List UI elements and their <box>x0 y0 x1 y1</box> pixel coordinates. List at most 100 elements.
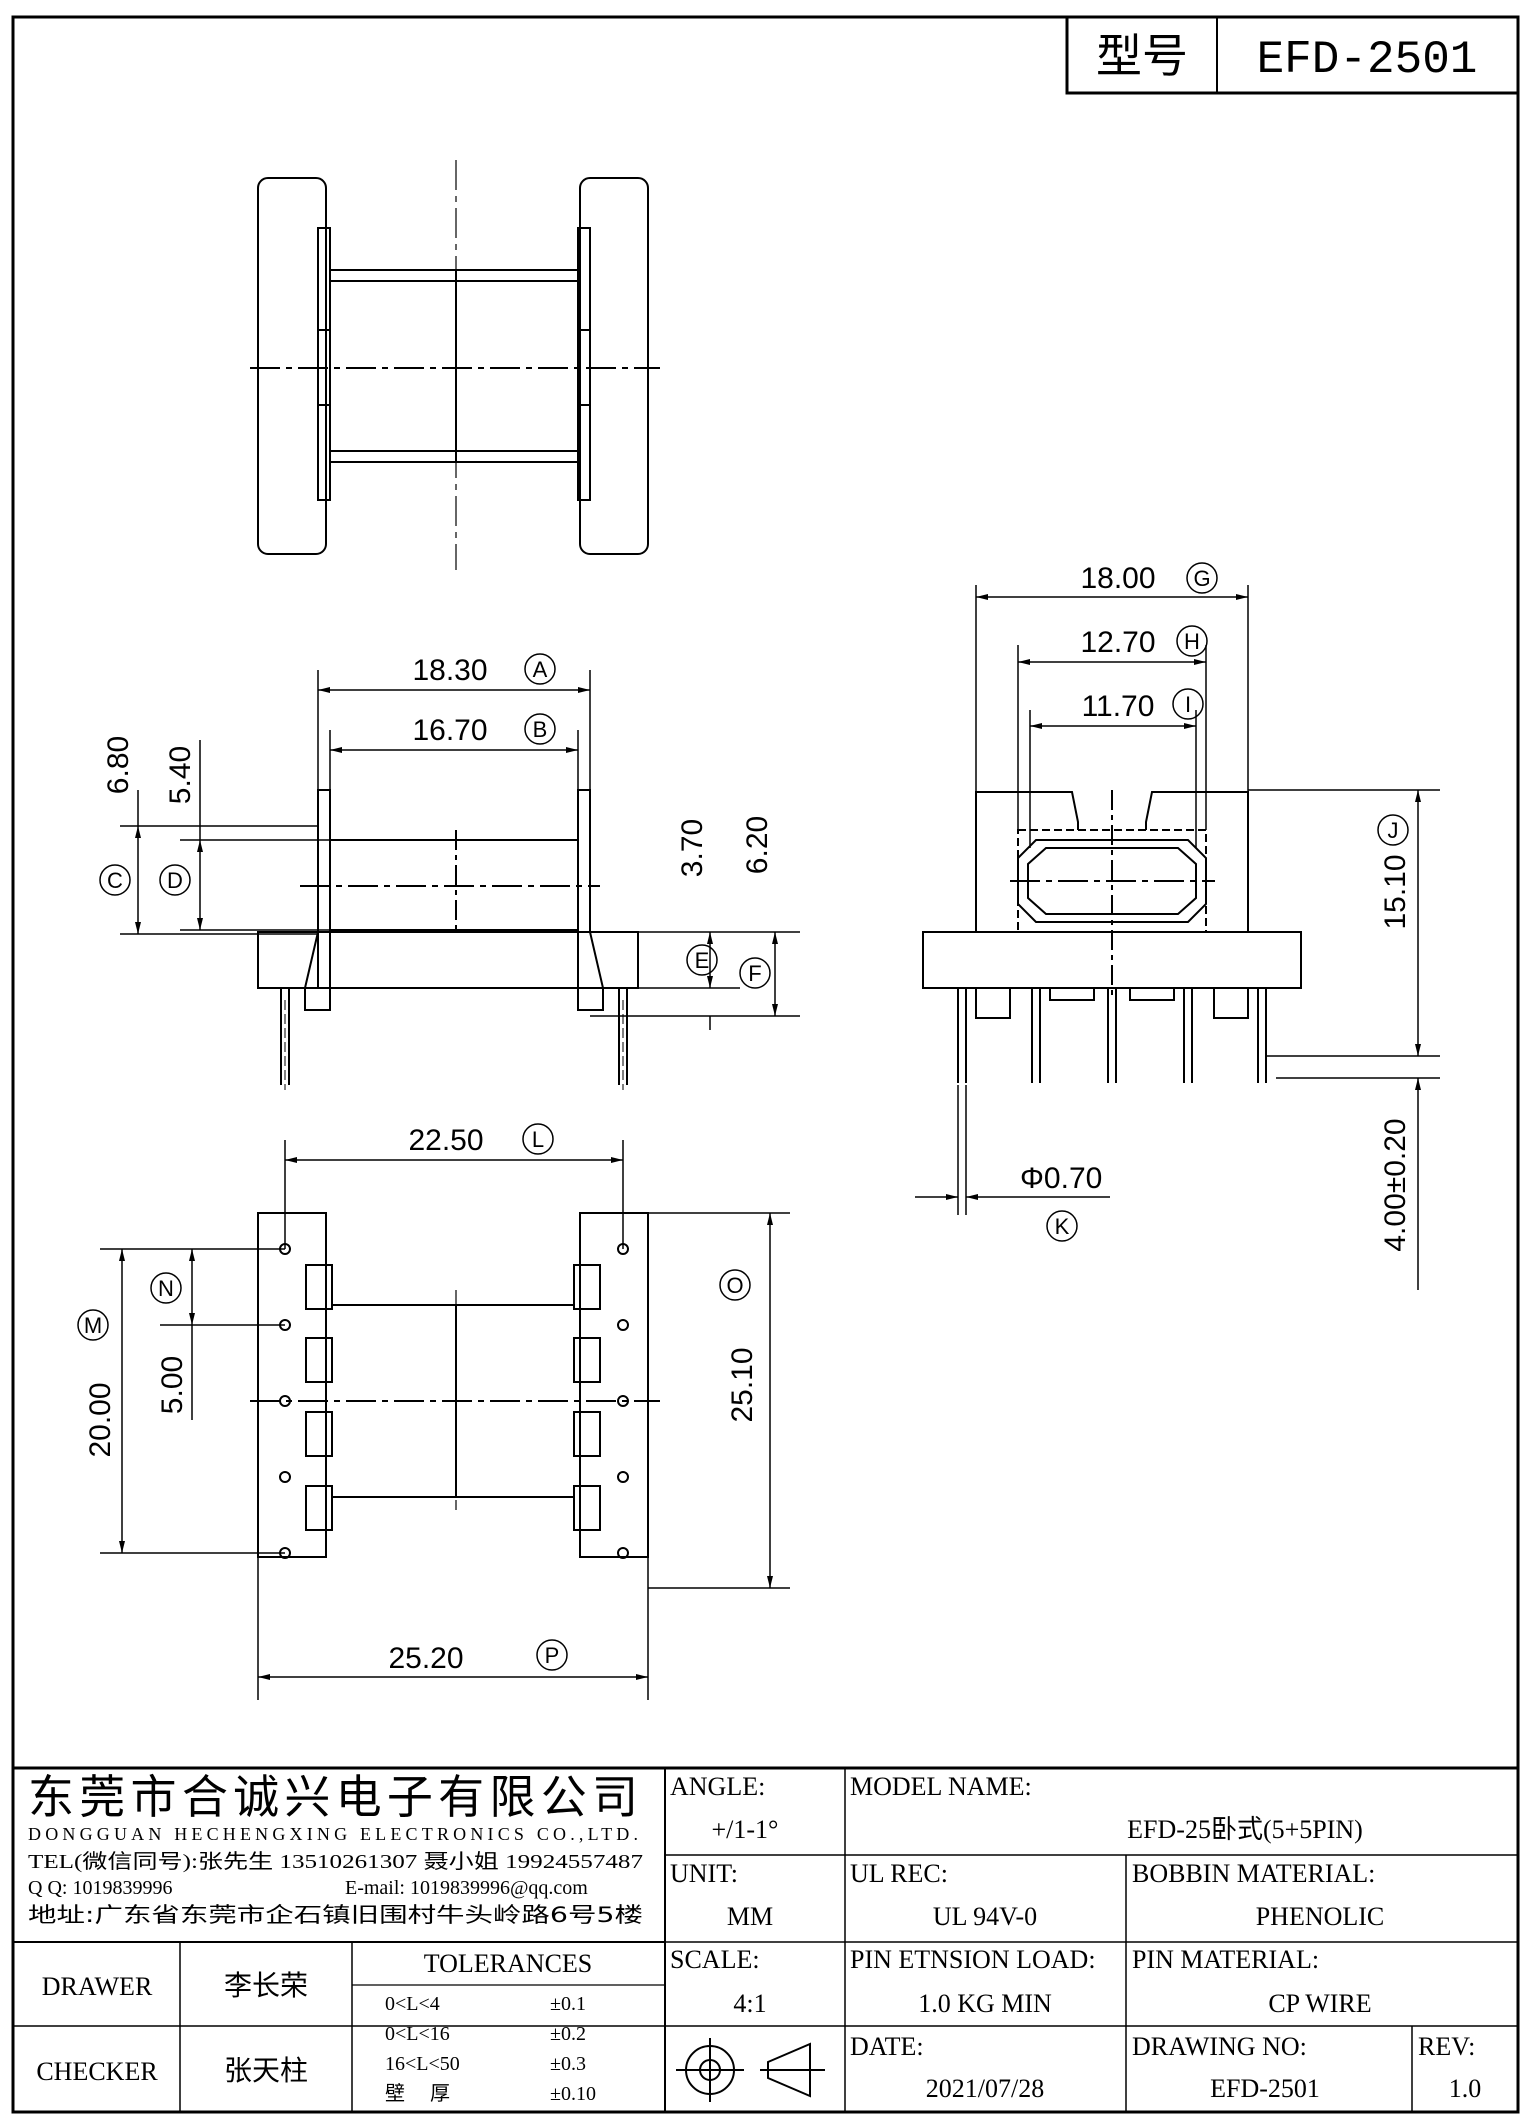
date-label: DATE: <box>850 2032 924 2061</box>
dim-N-bubble <box>150 1272 182 1304</box>
drawing-no-value: EFD-2501 <box>1210 2074 1320 2103</box>
dim-M-letter: M <box>84 1313 102 1338</box>
dim-I-value: 11.70 <box>1082 690 1155 723</box>
bobbin-material-value: PHENOLIC <box>1256 1902 1385 1931</box>
pin-load-value: 1.0 KG MIN <box>918 1989 1052 2018</box>
dim-A-letter: A <box>533 657 548 682</box>
rev-value: 1.0 <box>1449 2074 1482 2103</box>
company-address: 地址:广东省东莞市企石镇旧围村牛头岭路6号5楼 <box>28 1903 643 1927</box>
angle-value: +/1-1° <box>712 1815 779 1844</box>
dim-D-letter: D <box>167 868 183 893</box>
model-box: 型号 EFD-2501 <box>1065 15 1520 95</box>
company-qq: Q Q: 1019839996 <box>28 1877 172 1899</box>
side-view-dimensions <box>915 585 1440 1290</box>
checker-value: 张天柱 <box>224 2054 308 2087</box>
drawing-no-label: DRAWING NO: <box>1132 2032 1307 2061</box>
bottom-view-dimensions <box>100 1140 790 1700</box>
dim-H-bubble <box>1176 625 1208 657</box>
dim-K-letter: K <box>1055 1214 1070 1239</box>
angle-label: ANGLE: <box>670 1772 765 1801</box>
front-view-dimensions <box>120 670 800 1030</box>
model-name-value: EFD-25卧式(5+5PIN) <box>1127 1815 1363 1844</box>
dim-C-letter: C <box>107 868 123 893</box>
dim-E-value: 3.70 <box>676 819 709 877</box>
dim-E-bubble <box>686 944 718 976</box>
dim-P-letter: P <box>545 1643 560 1668</box>
tolerance-value: ±0.2 <box>550 2023 586 2045</box>
scale-value: 4:1 <box>733 1989 766 2018</box>
dim-F-value: 6.20 <box>741 816 774 874</box>
dim-G-letter: G <box>1193 566 1210 591</box>
dim-A-bubble <box>524 653 556 685</box>
title-block-text: ANGLE: +/1-1° UNIT: MM SCALE: 4:1 MODEL … <box>36 1772 1481 2103</box>
dim-L-bubble <box>522 1123 554 1155</box>
checker-label: CHECKER <box>36 2057 158 2086</box>
dim-L-value: 22.50 <box>408 1124 483 1157</box>
company-name-cn: 东莞市合诚兴电子有限公司 <box>28 1770 638 1824</box>
ul-rec-label: UL REC: <box>850 1859 948 1888</box>
dim-L-letter: L <box>532 1127 544 1152</box>
projection-symbol-icon <box>676 2038 825 2102</box>
tolerances-label: TOLERANCES <box>424 1949 593 1978</box>
dim-H-letter: H <box>1184 629 1200 654</box>
dim-K-value: Φ0.70 <box>1020 1162 1102 1195</box>
dim-I-bubble <box>1172 688 1204 720</box>
unit-value: MM <box>727 1902 773 1931</box>
company-info: 东莞市合诚兴电子有限公司 DONGGUAN HECHENGXING ELECTR… <box>28 1770 643 1927</box>
dim-F-bubble <box>739 957 771 989</box>
dim-C-bubble <box>99 864 131 896</box>
tolerance-value: ±0.1 <box>550 1993 586 2015</box>
dim-B-bubble <box>524 713 556 745</box>
dim-H-value: 12.70 <box>1080 626 1155 659</box>
dim-O-letter: O <box>726 1273 743 1298</box>
model-box-value: EFD-2501 <box>1257 34 1478 86</box>
side-view-dim-text: 18.00 G 12.70 H 11.70 I J 15.10 4.00±0.2… <box>1020 562 1412 1252</box>
front-view <box>257 789 639 1090</box>
dim-D-value: 5.40 <box>164 746 197 804</box>
dim-G-value: 18.00 <box>1080 562 1155 595</box>
drawer-label: DRAWER <box>42 1972 153 2001</box>
dim-M-bubble <box>77 1309 109 1341</box>
tolerance-value: ±0.3 <box>550 2053 586 2075</box>
title-block <box>13 1766 1518 2112</box>
tolerance-range: 0<L<16 <box>385 2023 450 2045</box>
dim-N-letter: N <box>158 1276 174 1301</box>
tolerance-value: ±0.10 <box>550 2083 596 2105</box>
dim-pin-length-value: 4.00±0.20 <box>1379 1118 1412 1251</box>
dim-B-value: 16.70 <box>412 714 487 747</box>
tolerance-range: 壁 厚 <box>385 2082 450 2105</box>
company-tel: TEL(微信同号):张先生 13510261307 聂小姐 1992455748… <box>28 1850 643 1873</box>
dim-K-bubble <box>1046 1210 1078 1242</box>
drawing-frame <box>11 15 1520 2114</box>
dim-C-value: 6.80 <box>102 736 135 794</box>
dim-G-bubble <box>1186 562 1218 594</box>
dim-B-letter: B <box>533 717 548 742</box>
dim-M-value: 20.00 <box>84 1382 117 1457</box>
tolerance-range: 16<L<50 <box>385 2053 460 2075</box>
ul-rec-value: UL 94V-0 <box>933 1902 1037 1931</box>
pin-load-label: PIN ETNSION LOAD: <box>850 1945 1096 1974</box>
dim-A-value: 18.30 <box>412 654 487 687</box>
dim-J-value: 15.10 <box>1379 854 1412 929</box>
unit-label: UNIT: <box>670 1859 738 1888</box>
model-name-label: MODEL NAME: <box>850 1772 1032 1801</box>
dim-P-bubble <box>536 1639 568 1671</box>
side-view <box>922 790 1302 1083</box>
dim-F-letter: F <box>748 961 761 986</box>
dim-I-letter: I <box>1185 692 1191 717</box>
front-view-dim-text: 18.30 A 16.70 B 6.80 C 5.40 D 3.70 E 6.2… <box>99 653 774 989</box>
dim-E-letter: E <box>695 948 710 973</box>
dim-D-bubble <box>159 864 191 896</box>
dim-P-value: 25.20 <box>388 1642 463 1675</box>
model-box-label: 型号 <box>1096 29 1188 83</box>
tolerance-table: 0<L<4 ±0.1 0<L<16 ±0.2 16<L<50 ±0.3 壁 厚 … <box>385 1993 596 2105</box>
dim-O-value: 25.10 <box>726 1347 759 1422</box>
dim-J-letter: J <box>1388 818 1399 843</box>
bottom-view <box>250 1212 660 1559</box>
rev-label: REV: <box>1418 2032 1475 2061</box>
drawer-value: 李长荣 <box>224 1969 308 2002</box>
bobbin-material-label: BOBBIN MATERIAL: <box>1132 1859 1375 1888</box>
date-value: 2021/07/28 <box>926 2074 1044 2103</box>
dim-O-bubble <box>719 1269 751 1301</box>
